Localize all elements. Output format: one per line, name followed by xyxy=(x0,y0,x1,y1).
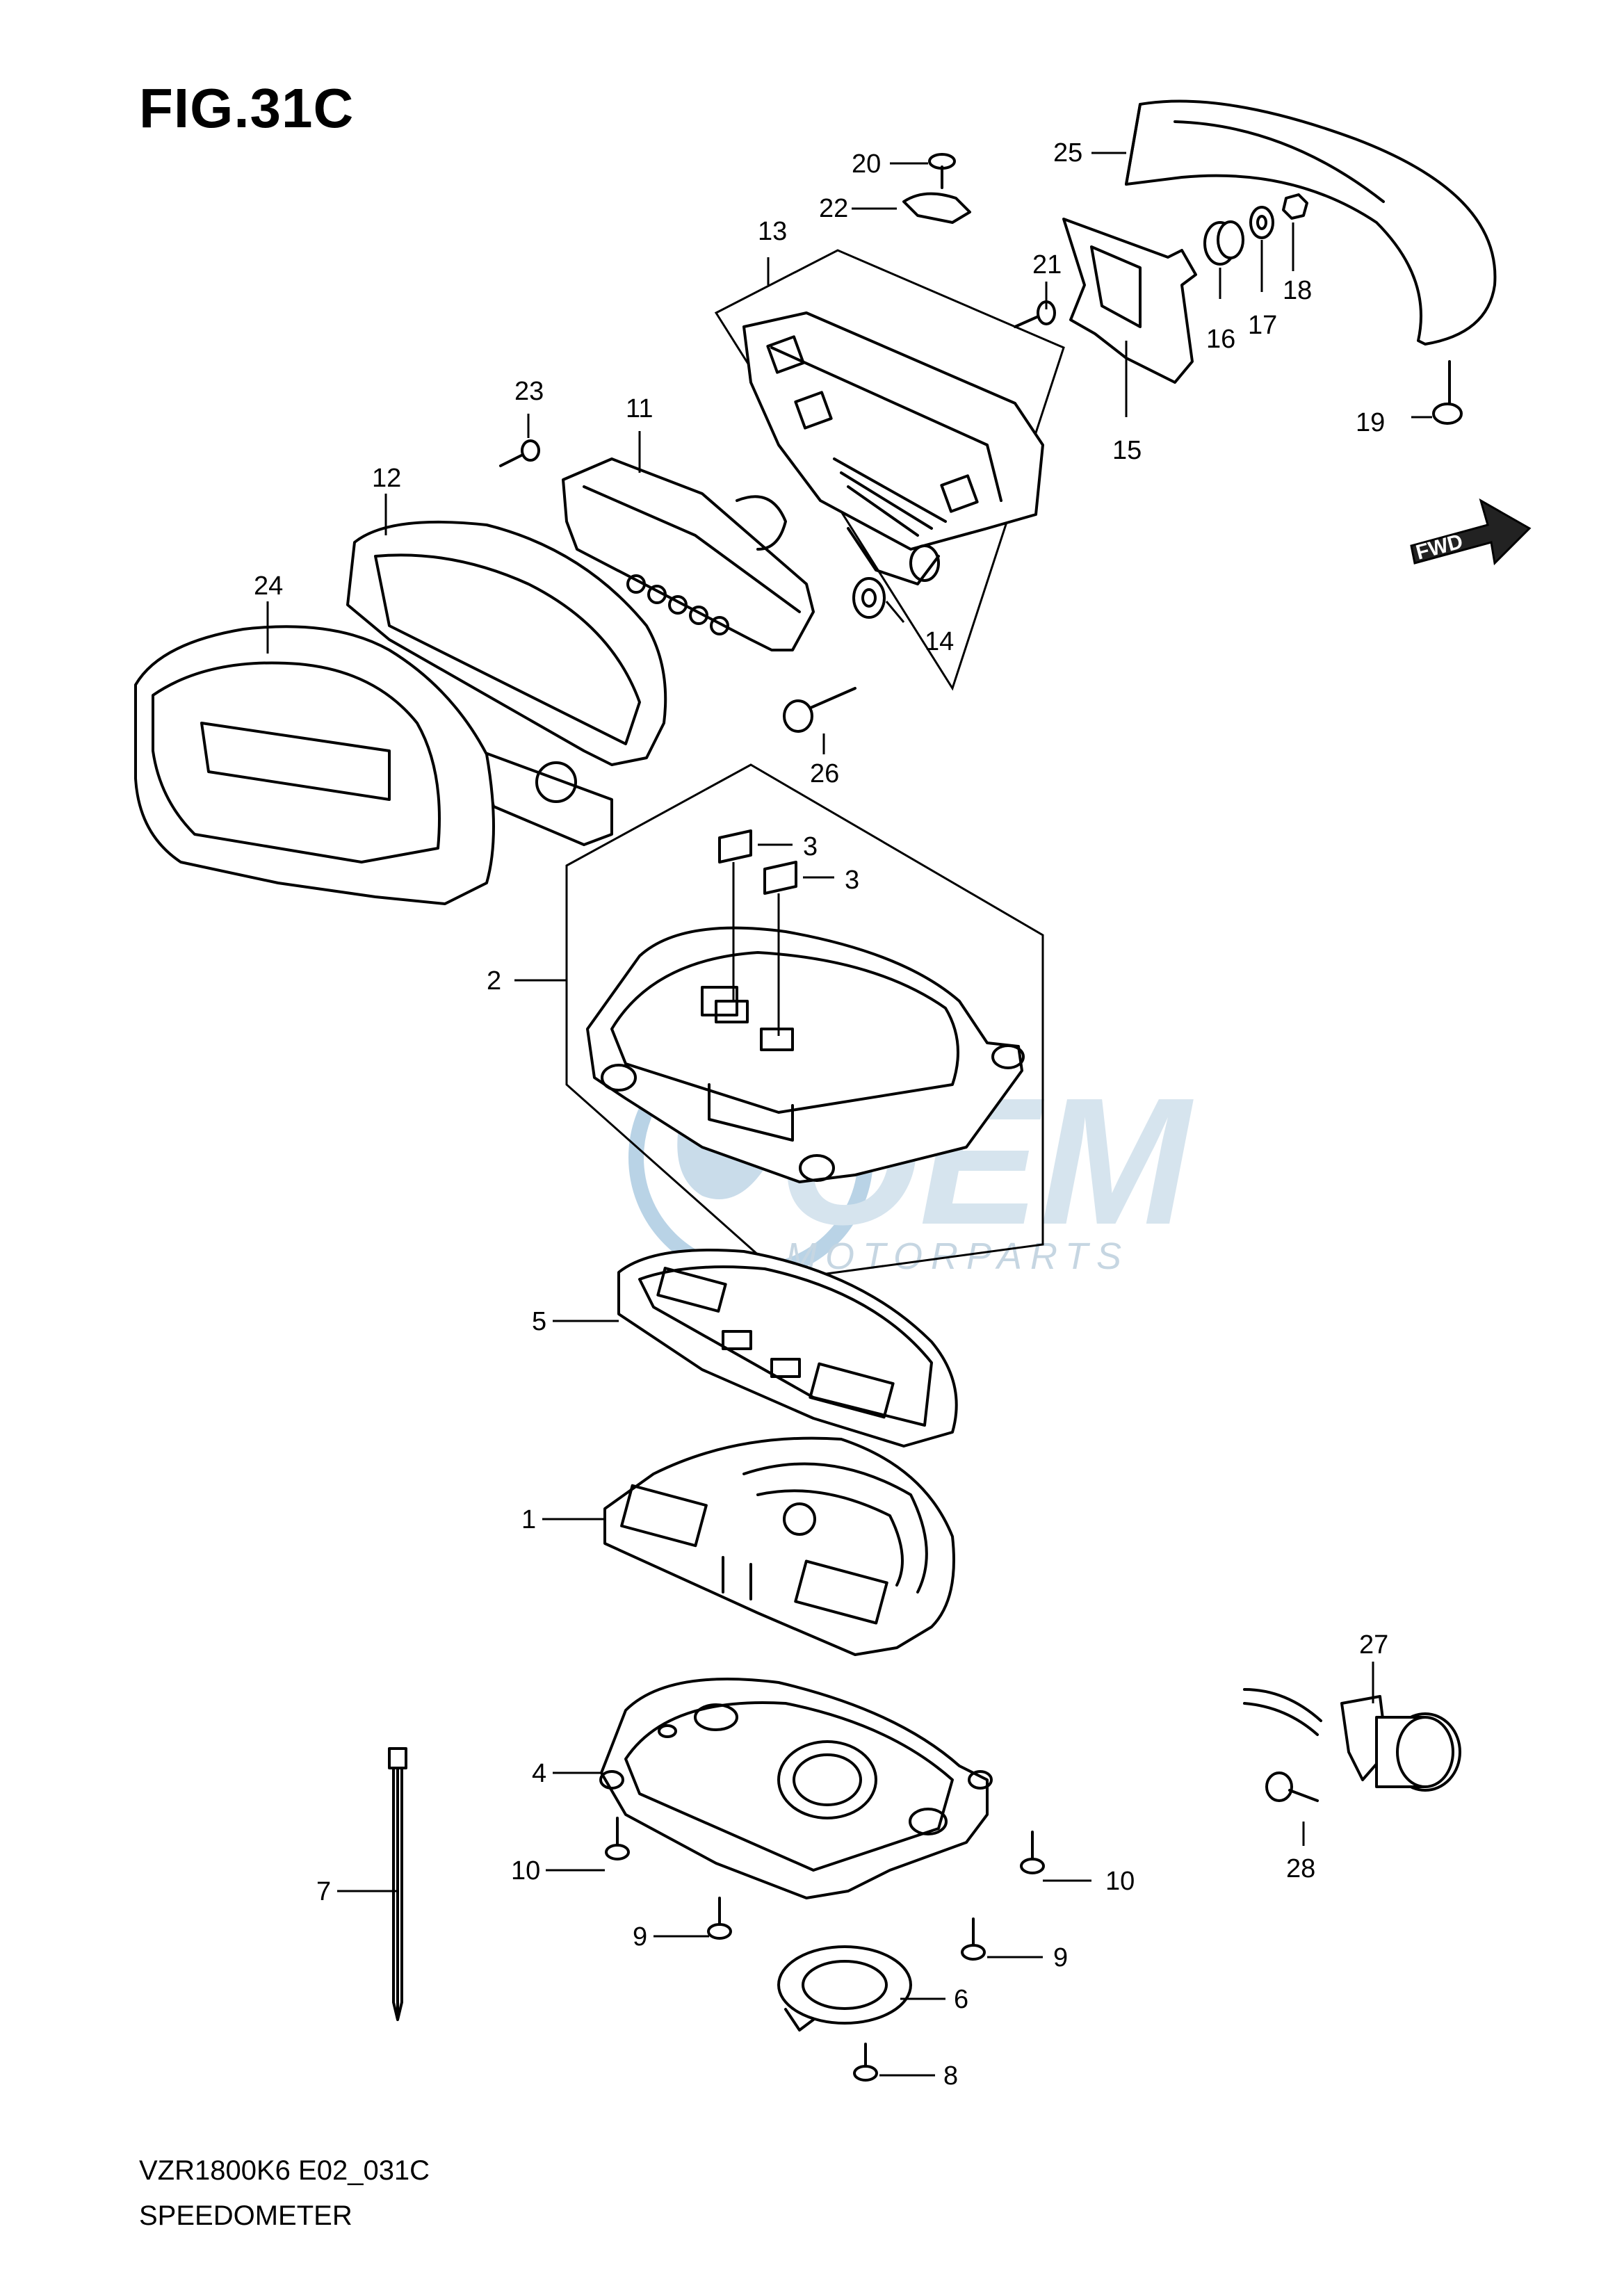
part-21-screw xyxy=(1014,300,1056,328)
part-15-bracket xyxy=(1062,218,1197,384)
part-22-clamp xyxy=(902,192,971,224)
callout-17: 17 xyxy=(1248,311,1277,340)
callout-25: 25 xyxy=(1053,138,1082,168)
callout-19: 19 xyxy=(1356,408,1385,437)
part-9-screw-b xyxy=(961,1917,986,1961)
part-4-case xyxy=(599,1678,993,1899)
part-6-gasket xyxy=(777,1945,912,2032)
callout-1: 1 xyxy=(521,1505,536,1534)
part-25-cover xyxy=(1125,99,1497,346)
callout-23: 23 xyxy=(514,377,544,406)
figure-title: FIG.31C xyxy=(139,77,355,139)
callout-11: 11 xyxy=(626,394,653,423)
part-14-grommet xyxy=(852,577,886,619)
callout-24: 24 xyxy=(254,571,283,601)
figure-name: SPEEDOMETER xyxy=(139,2200,352,2231)
part-1-meter-unit xyxy=(603,1436,955,1656)
callout-18: 18 xyxy=(1283,276,1312,305)
part-10-screw-a xyxy=(605,1817,630,1860)
leader-lines xyxy=(266,152,1432,2077)
callout-8: 8 xyxy=(943,2061,958,2091)
part-5-lens xyxy=(617,1249,958,1447)
callout-3-a: 3 xyxy=(803,832,818,861)
part-8-screw xyxy=(853,2043,878,2082)
part-17-washer xyxy=(1249,206,1274,239)
callout-10-a: 10 xyxy=(511,1856,540,1886)
callout-5: 5 xyxy=(532,1307,546,1336)
part-28-bolt xyxy=(1265,1771,1319,1802)
part-2-housing-box xyxy=(565,763,1044,1281)
part-10-screw-b xyxy=(1020,1831,1045,1874)
part-18-nut xyxy=(1282,193,1308,220)
callout-10-b: 10 xyxy=(1105,1867,1135,1896)
callout-21: 21 xyxy=(1032,250,1062,279)
fwd-label: FWD xyxy=(1413,530,1465,565)
part-26-bolt xyxy=(783,687,856,733)
callout-labels: 25 20 22 13 21 15 16 17 18 19 23 11 12 2… xyxy=(254,138,1388,2091)
part-11-indicator-housing xyxy=(562,457,815,651)
part-24-cover xyxy=(134,625,495,905)
fwd-direction-badge: FWD xyxy=(1410,498,1532,566)
part-23-screw xyxy=(499,439,540,467)
figure-code: VZR1800K6 E02_031C xyxy=(139,2155,430,2186)
callout-20: 20 xyxy=(852,149,881,179)
part-13-assembly-box xyxy=(714,249,1065,691)
callout-3-b: 3 xyxy=(845,866,859,895)
callout-2: 2 xyxy=(487,966,501,996)
part-3-grommet-a xyxy=(718,829,752,1001)
callout-7: 7 xyxy=(316,1877,331,1906)
callout-13: 13 xyxy=(758,217,787,246)
part-9-screw-a xyxy=(707,1897,732,1940)
callout-6: 6 xyxy=(954,1985,968,2014)
callout-12: 12 xyxy=(372,464,401,493)
part-27-speed-sensor xyxy=(1243,1688,1461,1792)
part-19-screw xyxy=(1432,360,1463,425)
callout-26: 26 xyxy=(810,759,839,788)
callout-22: 22 xyxy=(819,194,848,223)
callout-16: 16 xyxy=(1206,325,1235,354)
callout-9-a: 9 xyxy=(633,1922,647,1952)
callout-15: 15 xyxy=(1112,436,1142,465)
part-20-screw xyxy=(928,153,956,189)
part-16-bushing xyxy=(1203,220,1244,266)
callout-27: 27 xyxy=(1359,1630,1388,1660)
part-7-cable-tie xyxy=(388,1747,407,2021)
part-3-grommet-b xyxy=(763,861,797,1036)
callout-28: 28 xyxy=(1286,1854,1315,1883)
callout-9-b: 9 xyxy=(1053,1943,1068,1972)
callout-14: 14 xyxy=(925,627,954,656)
callout-4: 4 xyxy=(532,1759,546,1788)
